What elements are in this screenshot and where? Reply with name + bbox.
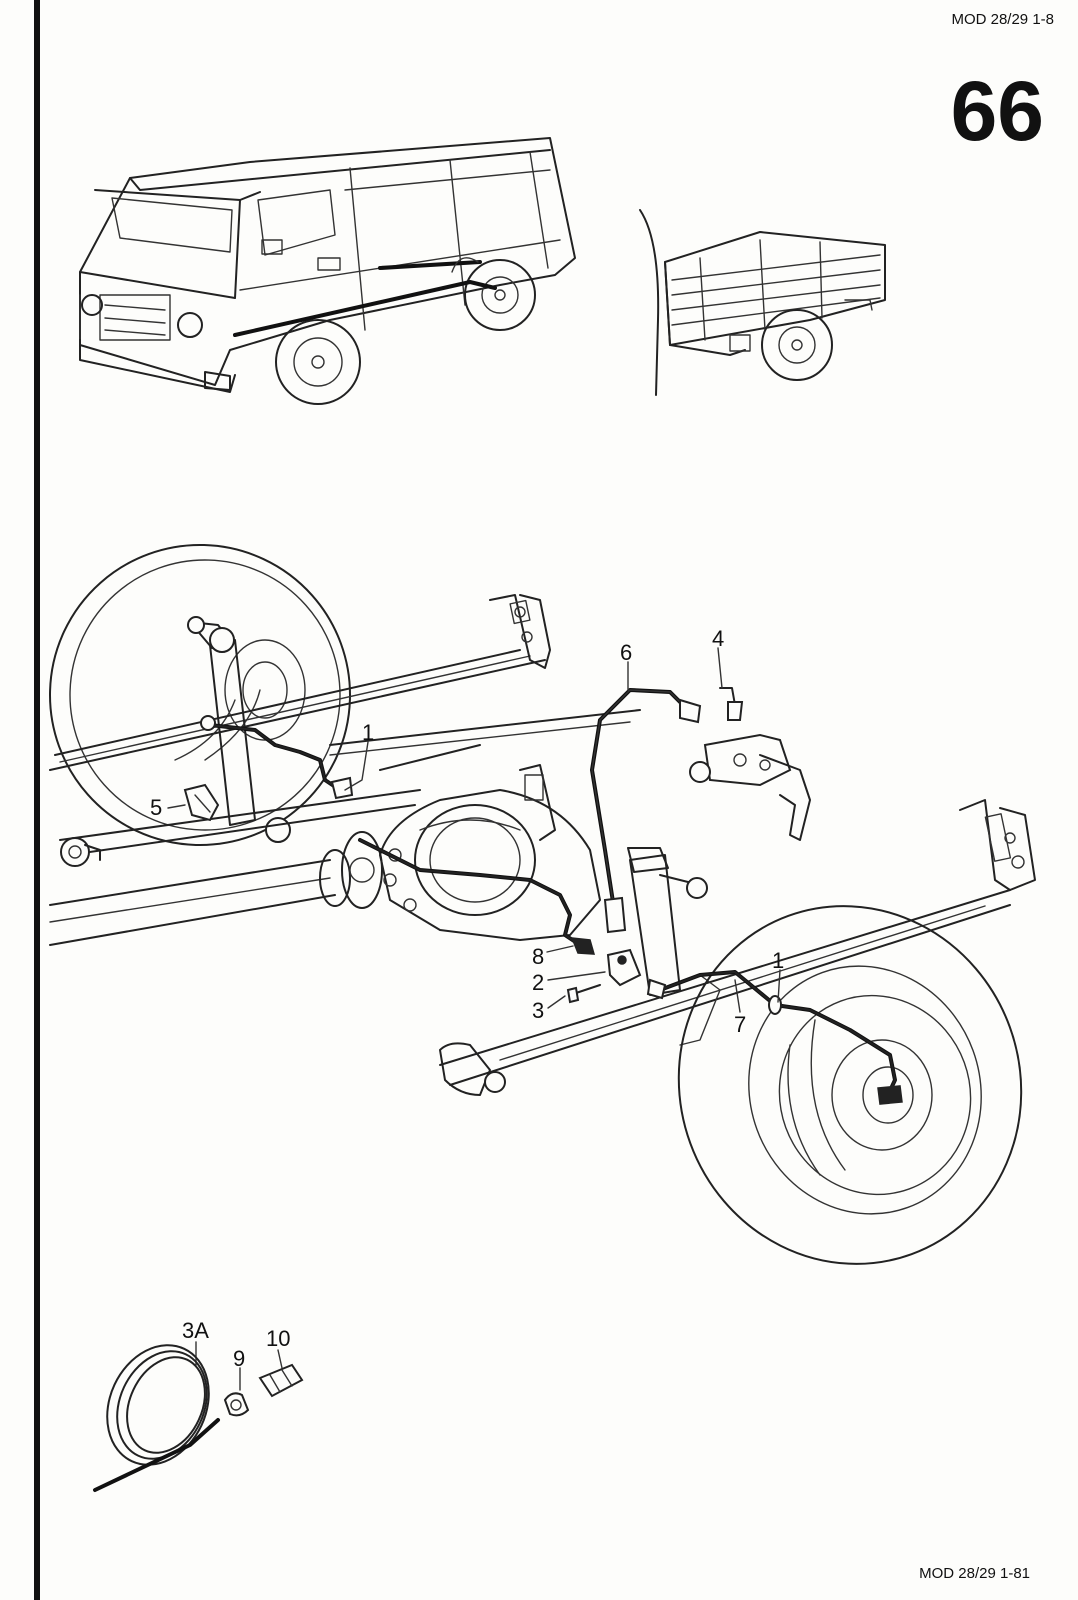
page-number: 66 (951, 64, 1044, 158)
van-illustration (79, 137, 576, 405)
pickup-illustration (639, 209, 886, 396)
callout-labels: 1 6 4 5 8 2 3 1 7 3A 9 10 (150, 626, 784, 1371)
brake-lines (183, 687, 903, 1105)
pipe-coil-inset (93, 1344, 304, 1492)
callout-9: 9 (233, 1346, 245, 1371)
rear-axle-assembly (49, 544, 1036, 1265)
callout-3: 3 (532, 998, 544, 1023)
page-binding-edge (34, 0, 40, 1600)
callout-7: 7 (734, 1012, 746, 1037)
model-code-top: MOD 28/29 1-8 (951, 11, 1054, 28)
callout-10: 10 (266, 1326, 290, 1351)
callout-5: 5 (150, 795, 162, 820)
callout-2: 2 (532, 970, 544, 995)
callout-3a: 3A (182, 1318, 209, 1343)
callout-1-right: 1 (772, 948, 784, 973)
callout-1-left: 1 (362, 720, 374, 745)
model-code-bottom: MOD 28/29 1-81 (919, 1565, 1030, 1582)
callout-leaders (167, 647, 781, 1391)
callout-6: 6 (620, 640, 632, 665)
callout-8: 8 (532, 944, 544, 969)
callout-4: 4 (712, 626, 724, 651)
